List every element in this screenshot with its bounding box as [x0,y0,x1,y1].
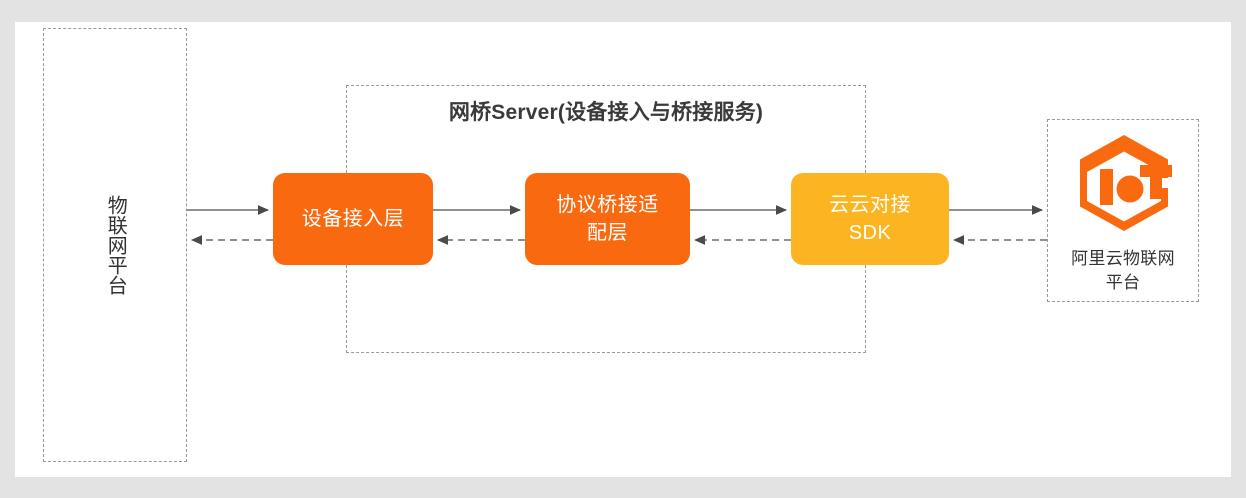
alicloud-label-line-1: 阿里云物联网 [1071,249,1175,268]
alicloud-label-line-2: 平台 [1105,273,1141,293]
node-device-access-layer-label: 设备接入层 [301,207,405,230]
iot-platform-group [43,28,187,462]
alicloud-iot-platform-group [1047,119,1199,302]
node-cloud-to-cloud-sdk[interactable]: 云云对接 SDK [791,173,949,265]
iot-platform-label: 物联网平台 [104,195,127,295]
node-device-access-layer[interactable]: 设备接入层 [273,173,433,265]
node-protocol-bridge-line-1: 协议桥接适 [556,193,659,216]
node-protocol-bridge-line-2: 配层 [587,222,628,244]
node-protocol-bridge-adapter-layer[interactable]: 协议桥接适 配层 [525,173,690,265]
alicloud-iot-platform-label: 阿里云物联网 平台 [1047,247,1199,295]
node-cloud-sdk-line-1: 云云对接 [829,193,911,216]
iot-hexagon-logo-icon [1080,135,1172,231]
node-cloud-sdk-line-2: SDK [848,222,892,244]
node-protocol-bridge-adapter-layer-label: 协议桥接适 配层 [556,191,659,248]
bridge-server-title: 网桥Server(设备接入与桥接服务) [448,101,764,124]
node-cloud-to-cloud-sdk-label: 云云对接 SDK [829,191,911,248]
